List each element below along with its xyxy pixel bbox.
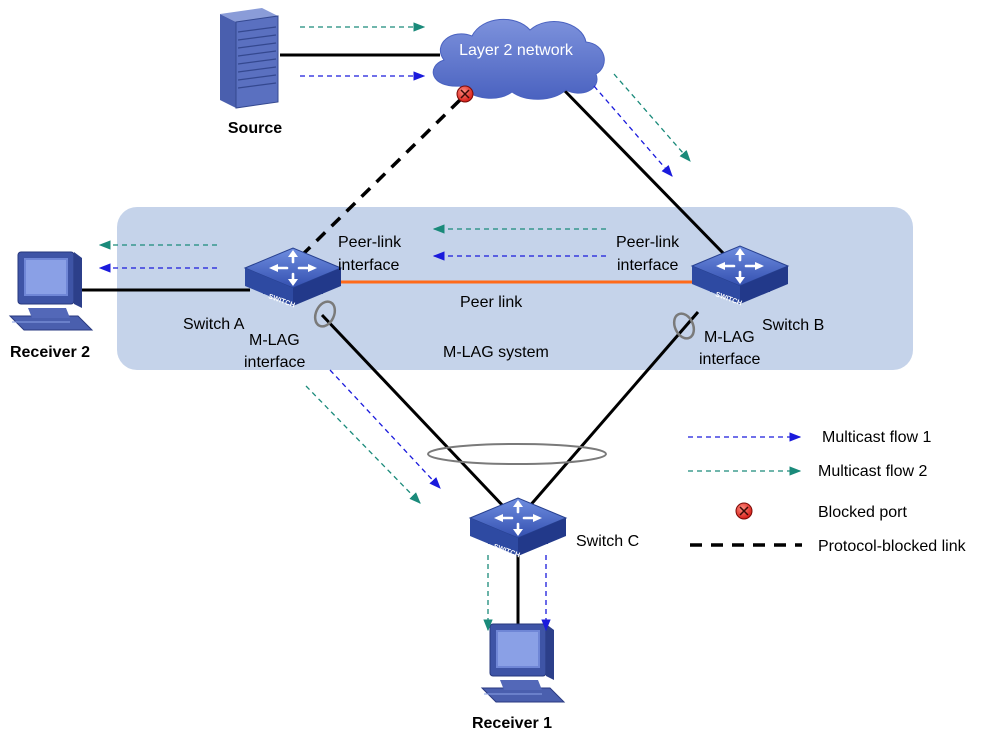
receiver1-computer-icon (481, 623, 565, 703)
legend-blocked-port-label: Blocked port (818, 504, 907, 521)
switch-c-label: Switch C (576, 533, 639, 550)
receiver1-label: Receiver 1 (472, 715, 552, 732)
switch-a-label: Switch A (183, 316, 245, 333)
mlag-interface-a-line1: M-LAG (249, 332, 300, 349)
legend-protocol-blocked-label: Protocol-blocked link (818, 538, 967, 555)
blocked-port-icon (456, 85, 474, 103)
switch-c-icon (468, 496, 568, 558)
server-icon (219, 7, 279, 109)
flow2-arrow (613, 73, 691, 162)
peer-link-label: Peer link (460, 294, 523, 311)
link-switch-b-switch-c (526, 311, 700, 509)
link-aggregation-ellipse (427, 443, 607, 465)
source-label: Source (228, 120, 282, 137)
peer-link-interface-a-line2: interface (338, 257, 399, 274)
mlag-interface-b-line1: M-LAG (704, 329, 755, 346)
cloud-label: Layer 2 network (459, 42, 574, 59)
mlag-interface-b-line2: interface (699, 351, 760, 368)
peer-link-interface-a-line1: Peer-link (338, 234, 402, 251)
mlag-interface-ellipse-a (313, 300, 337, 328)
flow1-arrow (593, 85, 673, 177)
mlag-interface-ellipse-b (672, 312, 696, 340)
legend-flow1-label: Multicast flow 1 (822, 429, 931, 446)
link-cloud-switch-b (560, 86, 727, 257)
switch-b-label: Switch B (762, 317, 824, 334)
legend-flow2-label: Multicast flow 2 (818, 463, 927, 480)
mlag-system-label: M-LAG system (443, 344, 549, 361)
peer-link-interface-b-line1: Peer-link (616, 234, 680, 251)
protocol-blocked-link (293, 98, 462, 264)
receiver2-label: Receiver 2 (10, 344, 90, 361)
peer-link-interface-b-line2: interface (617, 257, 678, 274)
flow1-arrow (329, 369, 441, 489)
legend: Multicast flow 1 Multicast flow 2 Blocke… (688, 429, 967, 555)
cloud-icon (432, 18, 605, 100)
link-switch-a-switch-c (320, 313, 507, 510)
flow2-arrow (305, 385, 421, 504)
mlag-system-box (117, 207, 913, 370)
mlag-interface-a-line2: interface (244, 354, 305, 371)
legend-blocked-port-icon (735, 502, 753, 520)
receiver2-computer-icon (9, 251, 93, 331)
